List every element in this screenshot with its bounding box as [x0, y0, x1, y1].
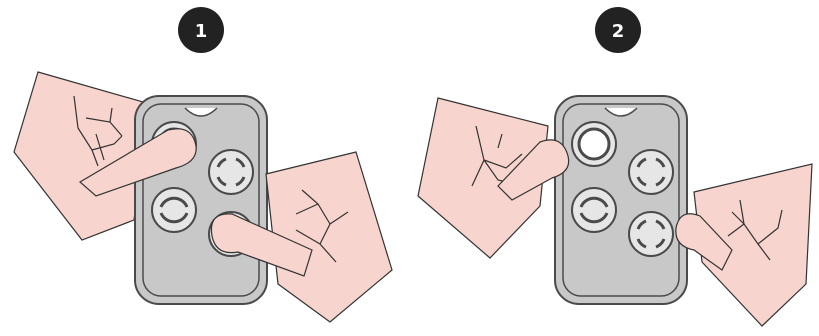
remote-button-bottom-left [572, 188, 616, 232]
step-2-badge: 2 [595, 7, 641, 53]
step-1-number: 1 [195, 21, 208, 42]
remote-button-top-left [572, 122, 616, 166]
step-2-number: 2 [612, 21, 625, 42]
step-1-group: 1 [14, 7, 392, 322]
remote-button-bottom-left [152, 188, 196, 232]
remote-button-bottom-right [629, 212, 673, 256]
remote-control-icon [135, 96, 267, 304]
hand-icon [266, 152, 392, 322]
remote-button-top-right [629, 150, 673, 194]
step-1-badge: 1 [178, 7, 224, 53]
step-2-group: 2 [418, 7, 812, 326]
remote-control-icon [555, 96, 687, 304]
remote-button-top-right [209, 150, 253, 194]
